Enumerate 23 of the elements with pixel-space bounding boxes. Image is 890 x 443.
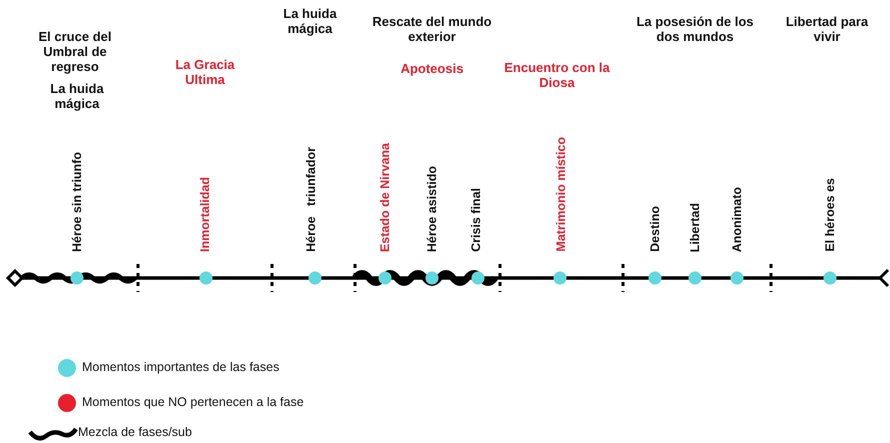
moment-label: Crisis final [469,188,483,252]
phase-heading: La posesión de los dos mundos [635,14,755,44]
moment-label: Matrimonio místico [554,137,568,252]
moment-label: Anonimato [730,187,744,252]
moment-label: Destino [648,206,662,252]
legend-text: Momentos que NO pertenecen a la fase [82,395,304,409]
phase-heading: La Gracia Ultima [174,57,236,87]
moment-label: Héroe asistido [425,166,439,252]
moment-label: Estado de Nirvana [378,143,392,252]
phase-heading: La huida mágica [282,6,338,36]
legend-text: Momentos importantes de las fases [82,360,280,374]
phase-heading: Rescate del mundo exterior [371,14,493,44]
moment-label: Libertad [688,203,702,252]
phase-heading: Encuentro con la Diosa [503,60,611,90]
phase-heading: Libertad para vivir [784,14,870,44]
phase-heading: El cruce del Umbral de regreso [38,29,112,74]
moment-label: Inmortalidad [198,177,212,252]
moment-label: Héroe sin triunfo [70,152,84,252]
phase-heading: La huida mágica [49,81,105,111]
moment-label: El héroes es [823,178,837,252]
moment-label: Héroe triunfador [304,147,318,252]
legend-text: Mezcla de fases/sub [78,425,192,439]
phase-heading: Apoteosis [400,61,464,76]
